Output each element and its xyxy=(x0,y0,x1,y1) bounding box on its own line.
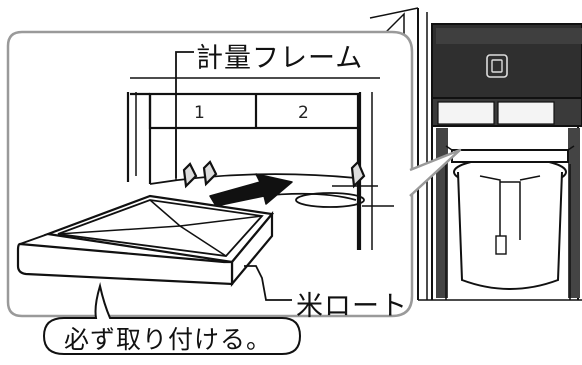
tray-number-2: 2 xyxy=(298,103,309,123)
note-bubble xyxy=(42,282,302,355)
square-button-icon xyxy=(486,54,508,78)
measuring-frame-label: 計量フレーム xyxy=(196,43,364,74)
rice-funnel-tray xyxy=(16,194,275,288)
refrigerator-overview xyxy=(369,7,582,301)
rice-funnel-label: 米ロート xyxy=(296,291,408,322)
leader-lines xyxy=(175,51,292,301)
measuring-frame xyxy=(126,77,394,250)
push-in-arrow-icon xyxy=(209,173,293,207)
tray-number-1: 1 xyxy=(194,103,205,123)
note-text: 必ず取り付ける。 xyxy=(64,325,273,354)
